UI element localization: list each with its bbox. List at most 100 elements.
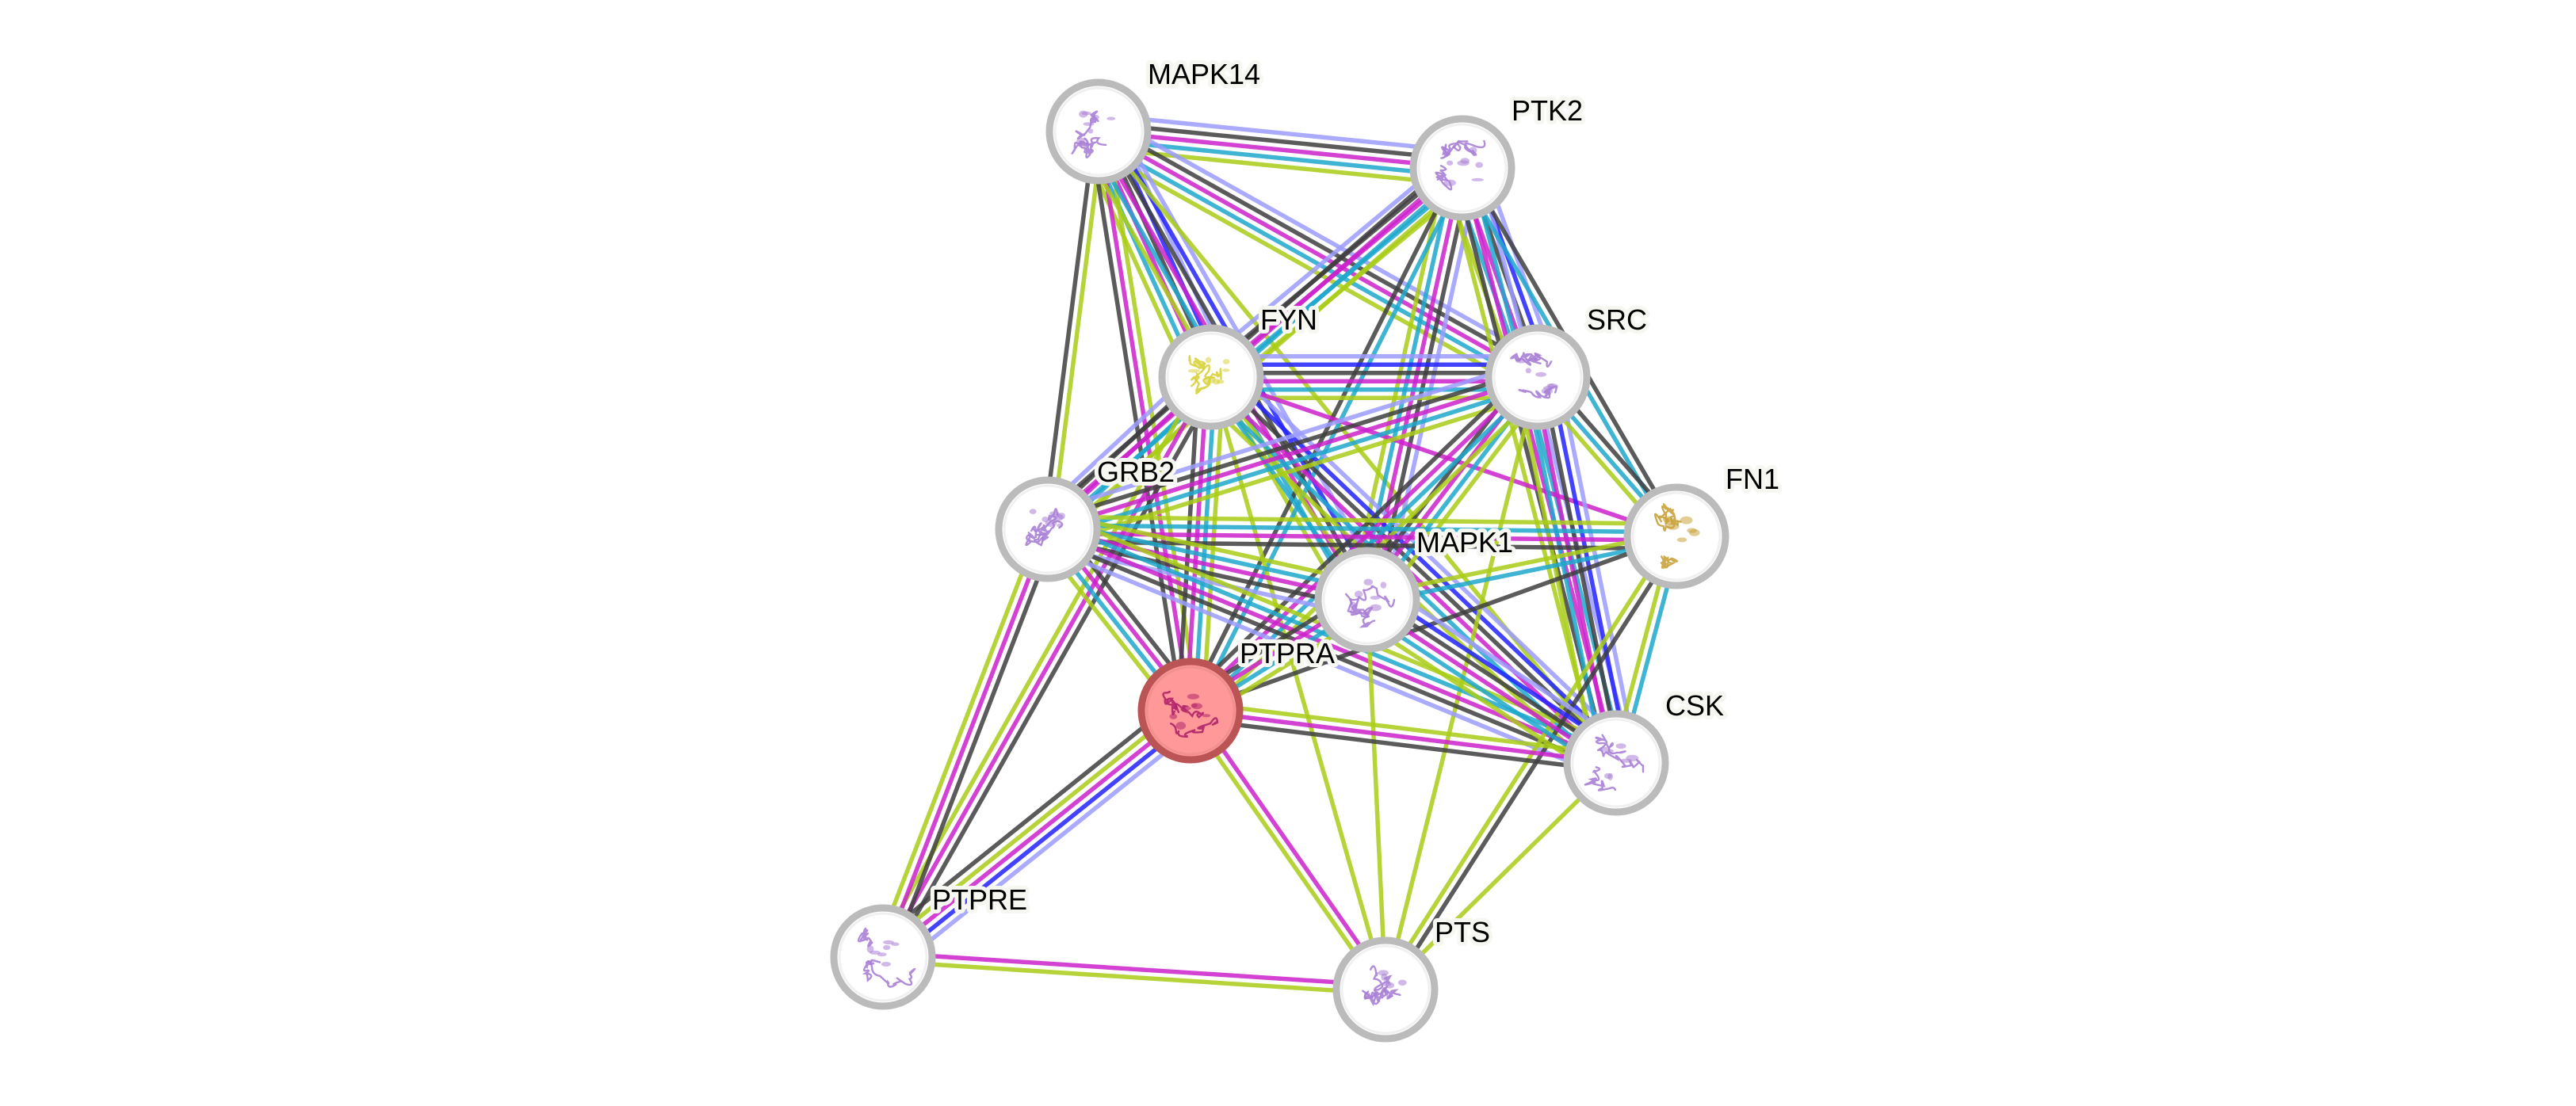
edge-fn1-mapk1[interactable] <box>1366 530 1678 606</box>
edge-evidence-black <box>1041 130 1097 529</box>
node-label: MAPK14 <box>1148 58 1260 90</box>
edge-evidence-blue <box>886 715 1198 966</box>
edge-evidence-lightblue <box>1099 113 1465 154</box>
edge-evidence-magenta <box>881 376 1213 959</box>
edge-evidence-green <box>1366 530 1676 598</box>
edge-evidence-magenta <box>881 708 1192 959</box>
edge-evidence-lightblue <box>892 722 1202 972</box>
edge-evidence-green <box>1355 615 1607 783</box>
structure-strand <box>1162 690 1180 714</box>
node-label-halo: GRB2 <box>1097 456 1175 488</box>
node-inner-shadow <box>1340 944 1431 1035</box>
structure-strand <box>1440 139 1469 159</box>
edge-ptpre-pts[interactable] <box>882 951 1386 996</box>
edge-evidence-green <box>1515 380 1598 768</box>
edge-evidence-black <box>1043 535 1615 773</box>
edge-csk-pts[interactable] <box>1384 761 1618 991</box>
edge-fyn-fn1[interactable] <box>1210 375 1677 539</box>
node-circle[interactable] <box>1485 324 1591 430</box>
protein-structure-icon <box>857 927 916 988</box>
structure-helix <box>1380 582 1387 589</box>
structure-helix <box>891 942 900 946</box>
structure-helix <box>1222 368 1230 372</box>
structure-strand <box>1170 717 1219 738</box>
structure-helix <box>1541 387 1554 395</box>
structure-helix <box>1169 713 1178 719</box>
node-circle[interactable] <box>1623 483 1729 589</box>
node-circle[interactable] <box>995 476 1101 582</box>
structure-helix <box>1175 722 1187 730</box>
node-label-halo: FN1 <box>1726 463 1779 495</box>
node-label: FN1 <box>1726 463 1779 495</box>
edge-mapk14-src[interactable] <box>1089 115 1547 394</box>
edge-evidence-magenta <box>1210 375 1677 539</box>
structure-strand <box>1079 137 1094 158</box>
edge-grb2-ptpre[interactable] <box>873 525 1058 961</box>
structure-helix <box>1397 979 1407 986</box>
edge-ptpra-pts[interactable] <box>1185 707 1391 993</box>
query-node-circle[interactable] <box>1137 658 1244 764</box>
edge-mapk1-pts[interactable] <box>1365 599 1388 990</box>
structure-helix <box>1381 973 1388 981</box>
structure-helix <box>869 950 881 955</box>
node-label: PTS <box>1435 916 1490 948</box>
edge-evidence-green <box>1384 761 1618 991</box>
structure-helix <box>1457 160 1470 166</box>
structure-helix <box>1076 137 1085 144</box>
structure-strand <box>1653 513 1682 532</box>
structure-helix <box>1475 162 1483 168</box>
structure-strand <box>1191 364 1222 382</box>
node-inner-shadow <box>838 912 928 1002</box>
structure-helix <box>1385 993 1392 999</box>
edge-mapk14-csk[interactable] <box>1096 130 1619 765</box>
node-circle[interactable] <box>1409 115 1515 221</box>
structure-helix <box>1205 357 1212 364</box>
edge-fyn-src[interactable] <box>1211 354 1538 401</box>
node-inner-shadow <box>1053 86 1144 177</box>
structure-strand <box>1188 355 1206 370</box>
edge-ptpra-ptpre[interactable] <box>871 696 1202 972</box>
node-label: PTK2 <box>1512 94 1583 127</box>
edge-fn1-ptpra[interactable] <box>1190 534 1677 713</box>
structure-strand <box>1584 766 1617 791</box>
protein-structure-icon <box>1584 734 1645 791</box>
structure-strand <box>1595 734 1626 755</box>
edge-evidence-lightblue <box>1377 580 1629 748</box>
node-circle[interactable] <box>830 904 936 1010</box>
node-label: SRC <box>1587 303 1647 336</box>
structure-helix <box>1369 604 1382 612</box>
node-label-halo: CSK <box>1665 689 1724 722</box>
structure-helix <box>1087 128 1094 134</box>
protein-structure-icon <box>1510 352 1558 399</box>
protein-structure-icon <box>1653 503 1700 569</box>
protein-structure-icon <box>1162 690 1219 738</box>
node-circle[interactable] <box>1563 710 1669 816</box>
node-inner-shadow <box>1417 123 1508 213</box>
structure-helix <box>1202 714 1211 718</box>
structure-strand <box>1519 352 1553 368</box>
edge-evidence-black <box>1190 534 1677 713</box>
node-circle[interactable] <box>1045 78 1152 185</box>
edge-evidence-magenta <box>1098 129 1463 170</box>
structure-helix <box>1187 368 1200 373</box>
edge-ptpra-csk[interactable] <box>1189 700 1618 774</box>
structure-helix <box>1354 590 1363 598</box>
edge-evidence-black <box>1189 716 1616 774</box>
node-circle[interactable] <box>1314 547 1420 653</box>
edge-evidence-green <box>873 525 1042 955</box>
edge-evidence-black <box>889 531 1058 961</box>
edge-mapk14-grb2[interactable] <box>1041 130 1105 531</box>
structure-helix <box>1443 179 1456 186</box>
